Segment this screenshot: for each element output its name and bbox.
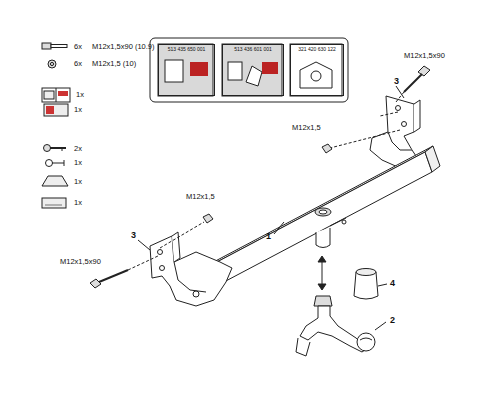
part-label: 1x: [76, 91, 84, 99]
part-label: 1x: [74, 159, 82, 167]
sticker-panel: [150, 38, 348, 102]
part-label: M12x1,5 (10): [92, 60, 136, 68]
left-bracket: [150, 232, 232, 306]
sticker-label: 513 436 601 001: [222, 44, 284, 96]
callout-number: 1: [266, 232, 271, 241]
parts-icons: [42, 43, 70, 208]
part-label: 1x: [74, 178, 82, 186]
sticker-label: 513 435 650 001: [158, 44, 215, 96]
part-label: 2x: [74, 145, 82, 153]
part-number: 321 420 630 122: [291, 47, 343, 52]
part-label: M12x1,5x90: [60, 258, 101, 266]
part-number: 513 436 601 001: [223, 47, 283, 52]
part-label: M12x1,5x90: [404, 52, 445, 60]
part-label: 1x: [74, 106, 82, 114]
part-label: M12x1,5x90 (10.9): [92, 43, 155, 51]
part-label: M12x1,5: [186, 193, 215, 201]
main-crossbar: [198, 146, 440, 292]
part-label: 6x: [74, 60, 82, 68]
callout-number: 4: [390, 279, 395, 288]
part-label: 1x: [74, 199, 82, 207]
fasteners: [90, 66, 430, 288]
part-label: M12x1,5: [292, 124, 321, 132]
leader-lines: [138, 86, 404, 250]
part-number: 513 435 650 001: [159, 47, 214, 52]
sticker-label: 321 420 630 122: [290, 44, 344, 96]
part-label: 6x: [74, 43, 82, 51]
callout-number: 2: [390, 316, 395, 325]
ball-neck: [296, 256, 387, 356]
callout-number: 3: [131, 231, 136, 240]
callout-number: 3: [394, 77, 399, 86]
